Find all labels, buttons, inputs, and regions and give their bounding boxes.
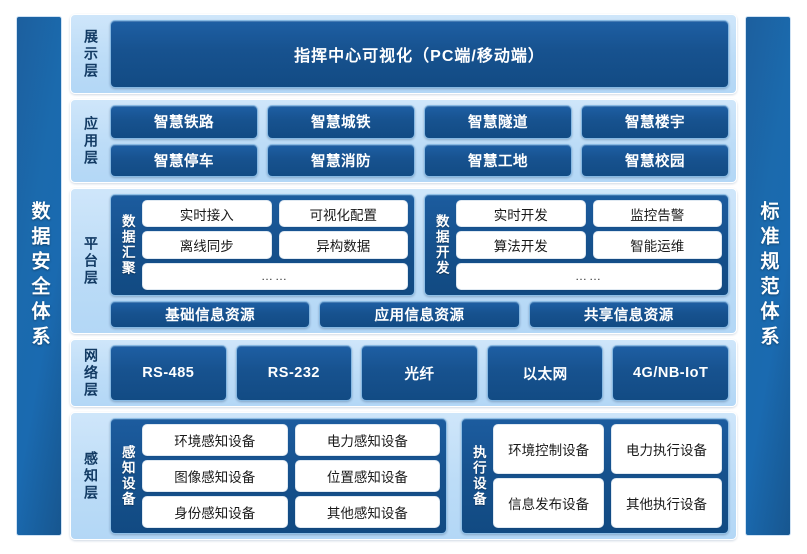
data-aggregation-label: 数据汇聚 — [119, 214, 135, 276]
resource-basic-information[interactable]: 基础信息资源 — [110, 301, 311, 328]
layer-perception-label: 感知层 — [83, 450, 99, 502]
left-pillar-label: 数据安全体系 — [28, 201, 50, 351]
app-item-smart-building[interactable]: 智慧楼宇 — [581, 105, 729, 139]
cell-realtime-development[interactable]: 实时开发 — [456, 200, 586, 228]
data-development-label: 数据开发 — [433, 214, 449, 276]
platform-group-data-aggregation: 数据汇聚 实时接入 可视化配置 离线同步 异构数据 …… — [110, 194, 415, 296]
sensing-devices-cells: 环境感知设备 电力感知设备 图像感知设备 位置感知设备 身份感知设备 其他感知设… — [142, 424, 441, 528]
layer-stack: 展示层 指挥中心可视化（PC端/移动端） 应用层 智慧铁路 智慧城铁 智慧隧道 … — [70, 14, 737, 540]
cell-visual-config[interactable]: 可视化配置 — [278, 200, 408, 228]
actuating-devices-label-wrap: 执行设备 — [468, 424, 488, 528]
cell-development-more[interactable]: …… — [456, 262, 722, 290]
app-item-smart-firefighting[interactable]: 智慧消防 — [267, 143, 415, 177]
layer-perception: 感知层 感知设备 环境感知设备 电力感知设备 图像感知设备 位置感知设备 身份感… — [70, 412, 737, 540]
right-pillar-label: 标准规范体系 — [757, 201, 779, 351]
cell-power-sensor[interactable]: 电力感知设备 — [294, 424, 441, 456]
layer-network-body: RS-485 RS-232 光纤 以太网 4G/NB-IoT — [110, 345, 729, 401]
application-grid: 智慧铁路 智慧城铁 智慧隧道 智慧楼宇 智慧停车 智慧消防 智慧工地 智慧校园 — [110, 105, 729, 177]
data-aggregation-cells: 实时接入 可视化配置 离线同步 异构数据 …… — [142, 200, 408, 290]
cell-location-sensor[interactable]: 位置感知设备 — [294, 460, 441, 492]
data-development-cells: 实时开发 监控告警 算法开发 智能运维 …… — [456, 200, 722, 290]
network-grid: RS-485 RS-232 光纤 以太网 4G/NB-IoT — [110, 345, 729, 401]
perception-group-sensing-devices: 感知设备 环境感知设备 电力感知设备 图像感知设备 位置感知设备 身份感知设备 … — [110, 418, 448, 534]
app-item-smart-campus[interactable]: 智慧校园 — [581, 143, 729, 177]
cell-power-actuator[interactable]: 电力执行设备 — [611, 424, 722, 474]
presentation-banner[interactable]: 指挥中心可视化（PC端/移动端） — [110, 20, 729, 88]
platform-resources: 基础信息资源 应用信息资源 共享信息资源 — [110, 301, 729, 328]
right-pillar-standards: 标准规范体系 — [745, 16, 791, 536]
network-item-4g-nbiot[interactable]: 4G/NB-IoT — [612, 345, 729, 401]
layer-platform-label-wrap: 平台层 — [78, 194, 104, 328]
layer-application-label-wrap: 应用层 — [78, 105, 104, 177]
cell-heterogeneous-data[interactable]: 异构数据 — [278, 231, 408, 259]
cell-realtime-ingest[interactable]: 实时接入 — [142, 200, 272, 228]
app-item-smart-railway[interactable]: 智慧铁路 — [110, 105, 258, 139]
cell-identity-sensor[interactable]: 身份感知设备 — [142, 496, 288, 528]
actuating-devices-cells: 环境控制设备 电力执行设备 信息发布设备 其他执行设备 — [493, 424, 722, 528]
cell-other-sensor[interactable]: 其他感知设备 — [294, 496, 441, 528]
sensing-devices-label: 感知设备 — [119, 445, 135, 507]
cell-environment-sensor[interactable]: 环境感知设备 — [142, 424, 288, 456]
layer-platform: 平台层 数据汇聚 实时接入 可视化配置 离线同步 异构数据 — [70, 188, 737, 334]
network-item-ethernet[interactable]: 以太网 — [486, 345, 604, 401]
network-item-rs485[interactable]: RS-485 — [110, 345, 227, 401]
layer-perception-body: 感知设备 环境感知设备 电力感知设备 图像感知设备 位置感知设备 身份感知设备 … — [110, 418, 729, 534]
layer-presentation-body: 指挥中心可视化（PC端/移动端） — [110, 20, 729, 88]
network-item-rs232[interactable]: RS-232 — [235, 345, 353, 401]
layer-presentation: 展示层 指挥中心可视化（PC端/移动端） — [70, 14, 737, 94]
layer-application-label: 应用层 — [83, 115, 99, 167]
data-aggregation-label-wrap: 数据汇聚 — [117, 200, 137, 290]
sensing-devices-label-wrap: 感知设备 — [117, 424, 137, 528]
network-item-optical-fiber[interactable]: 光纤 — [361, 345, 478, 401]
layer-application: 应用层 智慧铁路 智慧城铁 智慧隧道 智慧楼宇 智慧停车 智慧消防 智慧工地 智… — [70, 99, 737, 183]
layer-network-label-wrap: 网络层 — [78, 345, 104, 401]
cell-intelligent-ops[interactable]: 智能运维 — [592, 231, 722, 259]
cell-image-sensor[interactable]: 图像感知设备 — [142, 460, 288, 492]
app-item-smart-construction-site[interactable]: 智慧工地 — [424, 143, 572, 177]
resource-shared-information[interactable]: 共享信息资源 — [528, 301, 729, 328]
cell-algorithm-development[interactable]: 算法开发 — [456, 231, 586, 259]
platform-group-data-development: 数据开发 实时开发 监控告警 算法开发 智能运维 …… — [424, 194, 729, 296]
app-item-smart-tunnel[interactable]: 智慧隧道 — [424, 105, 572, 139]
data-development-label-wrap: 数据开发 — [431, 200, 451, 290]
layer-platform-label: 平台层 — [83, 235, 99, 287]
actuating-devices-label: 执行设备 — [470, 445, 486, 507]
platform-groups: 数据汇聚 实时接入 可视化配置 离线同步 异构数据 …… 数 — [110, 194, 729, 296]
cell-monitoring-alarm[interactable]: 监控告警 — [592, 200, 722, 228]
left-pillar-data-security: 数据安全体系 — [16, 16, 62, 536]
layer-application-body: 智慧铁路 智慧城铁 智慧隧道 智慧楼宇 智慧停车 智慧消防 智慧工地 智慧校园 — [110, 105, 729, 177]
app-item-smart-urban-rail[interactable]: 智慧城铁 — [267, 105, 415, 139]
layer-perception-label-wrap: 感知层 — [78, 418, 104, 534]
layer-network: 网络层 RS-485 RS-232 光纤 以太网 4G/NB-IoT — [70, 339, 737, 407]
cell-environment-control[interactable]: 环境控制设备 — [493, 424, 605, 474]
perception-groups: 感知设备 环境感知设备 电力感知设备 图像感知设备 位置感知设备 身份感知设备 … — [110, 418, 729, 534]
cell-offline-sync[interactable]: 离线同步 — [142, 231, 272, 259]
layer-network-label: 网络层 — [83, 347, 99, 399]
layer-presentation-label-wrap: 展示层 — [78, 20, 104, 88]
perception-group-actuating-devices: 执行设备 环境控制设备 电力执行设备 信息发布设备 其他执行设备 — [461, 418, 729, 534]
resource-application-information[interactable]: 应用信息资源 — [319, 301, 520, 328]
cell-information-release[interactable]: 信息发布设备 — [493, 478, 605, 528]
layer-platform-body: 数据汇聚 实时接入 可视化配置 离线同步 异构数据 …… 数 — [110, 194, 729, 328]
cell-aggregation-more[interactable]: …… — [142, 262, 408, 290]
app-item-smart-parking[interactable]: 智慧停车 — [110, 143, 258, 177]
layer-presentation-label: 展示层 — [83, 28, 99, 80]
cell-other-actuator[interactable]: 其他执行设备 — [611, 478, 722, 528]
